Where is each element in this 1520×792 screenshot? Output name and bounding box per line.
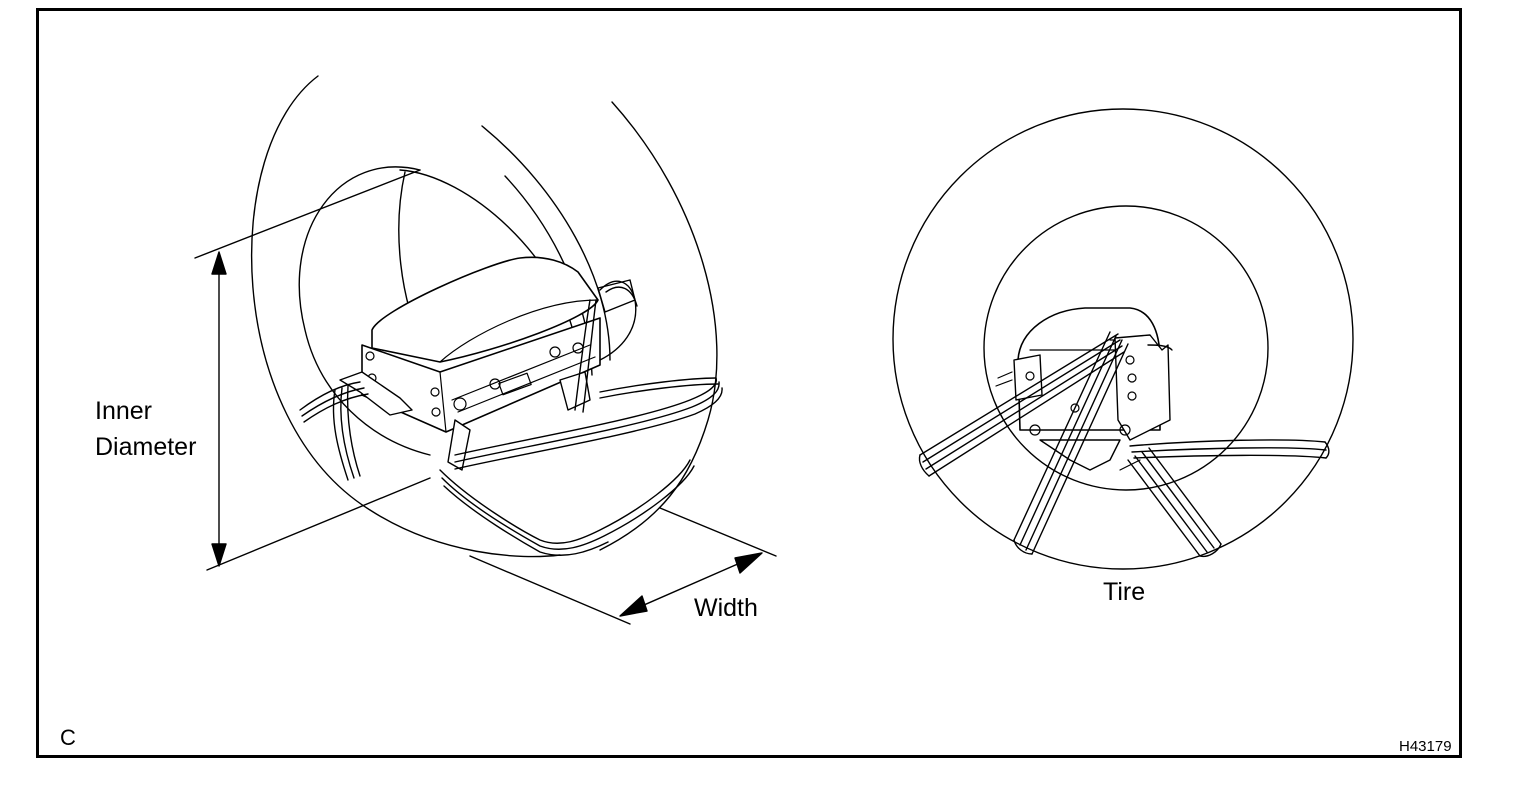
inner-diameter-label-line2: Diameter [95,433,197,461]
inner-diameter-label-line1: Inner [95,397,152,425]
tire-perspective-view [194,75,777,625]
tire-front-inner [983,205,1269,491]
tire-front-outer [892,108,1354,570]
inner-diameter-dimension [194,169,431,571]
tire-tread-arc-1 [481,125,611,361]
airbag-cushion-top [371,256,599,363]
corner-letter: C [60,725,76,750]
front-left-bracket [1013,354,1043,401]
tire-front-view [892,108,1354,570]
airbag-cushion-fold [439,299,599,363]
tie-straps-front-view [918,331,1330,558]
mid-bracket [559,371,591,411]
tire-inner-rim [298,166,431,456]
width-dimension [469,507,777,625]
tire-back-outer-arc [599,101,718,551]
width-label: Width [694,594,758,622]
right-bracket [597,279,636,313]
tire-outer-arc [251,75,561,558]
lower-bracket [447,419,471,471]
tire-label: Tire [1103,578,1146,606]
front-right-bracket [1114,334,1171,441]
tie-straps-left-view [299,280,723,556]
airbag-bolt-holes [365,342,584,417]
airbag-housing-face [439,344,596,433]
front-bolt-holes [1025,355,1137,436]
figure-code: H43179 [1399,738,1452,755]
